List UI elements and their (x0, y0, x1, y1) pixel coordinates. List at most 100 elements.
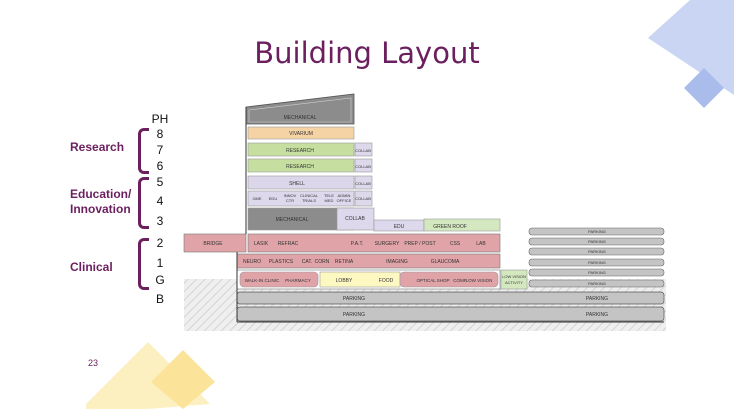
floor-label-2: 2 (156, 236, 164, 250)
label-parking-b2-right: PARKING (586, 312, 608, 318)
bracket-research (138, 128, 149, 174)
label-green-roof: GREEN ROOF (433, 224, 467, 230)
label-collab-7: COLLAB (355, 148, 371, 153)
floor-2-clinical (247, 233, 501, 253)
label-collab-5: COLLAB (355, 181, 371, 186)
label-cat: CAT. (302, 259, 312, 265)
label-walk-in: WALK-IN CLINIC (245, 278, 280, 283)
deco-blue-diamond-small (684, 68, 724, 108)
label-parking-1: PARKING (588, 229, 606, 234)
label-low-vision-activity-2: ACTIVITY (505, 280, 523, 285)
floor-label-4: 4 (156, 194, 164, 208)
label-telemed-1: TELE (324, 193, 334, 198)
parking-deck-4 (528, 258, 665, 267)
room-low-vision-activity (500, 269, 528, 290)
label-parking-4: PARKING (588, 260, 606, 265)
parking-deck-1 (528, 227, 665, 236)
room-collab-3 (336, 207, 375, 231)
label-innov-1: INNOV (284, 193, 297, 198)
label-refrac: REFRAC (278, 241, 299, 247)
label-pat: P.A.T. (351, 241, 364, 247)
deco-yellow-diamond-small (151, 350, 215, 409)
label-pharmacy: PHARMACY (285, 278, 311, 283)
label-edu-3: EDU (394, 224, 405, 230)
label-optical-shop: OPTICAL SHOP (416, 278, 449, 283)
floor-label-6: 6 (156, 159, 164, 173)
label-plastics: PLASTICS (269, 259, 294, 265)
label-comp: COMP (453, 278, 467, 283)
page-title: Building Layout (254, 36, 480, 70)
bracket-clinical (138, 238, 149, 290)
group-label-research: Research (70, 140, 125, 154)
label-clinical-trials-1: CLINICAL (300, 193, 319, 198)
label-mechanical-ph: MECHANICAL (284, 115, 317, 121)
label-parking-b1-right: PARKING (586, 296, 608, 302)
label-admin-2: OFFICE (337, 198, 352, 203)
label-vivarium: VIVARIUM (289, 131, 313, 137)
parking-deck-2 (528, 237, 665, 246)
floor-label-1: 1 (156, 256, 164, 270)
parking-deck-3 (528, 247, 665, 256)
label-neuro: NEURO (243, 259, 261, 265)
label-telemed-2: MED (325, 198, 334, 203)
floor-label-ph: PH (151, 112, 169, 126)
floor-label-7: 7 (156, 143, 164, 157)
label-parking-b1-left: PARKING (343, 296, 365, 302)
bracket-education (138, 177, 149, 229)
label-glaucoma: GLAUCOMA (431, 259, 460, 265)
parking-garage-right: PARKING PARKING PARKING PARKING PARKING … (528, 227, 665, 288)
room-optical-low-vision (399, 271, 499, 288)
label-lobby: LOBBY (336, 278, 353, 284)
label-parking-3: PARKING (588, 249, 606, 254)
page-number: 23 (88, 358, 99, 368)
label-collab-3: COLLAB (345, 216, 365, 222)
floor-label-8: 8 (156, 127, 164, 141)
label-clinical-trials-2: TRIALS (302, 198, 316, 203)
room-research-7 (247, 142, 355, 157)
label-parking-5: PARKING (588, 270, 606, 275)
floor-label-g: G (155, 273, 165, 287)
label-edu-4: EDU (269, 196, 278, 201)
room-shell (247, 175, 355, 190)
room-research-6 (247, 158, 355, 173)
room-education-4 (247, 190, 355, 207)
label-parking-6: PARKING (588, 281, 606, 286)
label-admin-1: ADMIN (338, 193, 351, 198)
label-prep-post: PREP / POST (404, 241, 435, 247)
label-css: CSS (450, 241, 461, 247)
group-label-clinical: Clinical (70, 260, 113, 274)
label-lasik: LASIK (254, 241, 269, 247)
room-collab-4 (354, 190, 373, 207)
label-food: FOOD (379, 278, 394, 284)
label-mechanical-3: MECHANICAL (276, 217, 309, 223)
label-parking-2: PARKING (588, 239, 606, 244)
floor-label-b: B (155, 292, 164, 306)
room-collab-5 (354, 175, 373, 190)
label-bridge: BRIDGE (203, 241, 223, 247)
room-collab-7 (354, 142, 373, 157)
parking-deck-6 (528, 279, 665, 288)
label-collab-4: COLLAB (355, 196, 371, 201)
label-collab-6: COLLAB (355, 164, 371, 169)
label-low-vision: LOW VISION (466, 278, 493, 283)
deco-blue-diamond-large (648, 0, 734, 95)
label-gme: GME (252, 196, 261, 201)
floor-label-3: 3 (156, 214, 164, 228)
label-low-vision-activity-1: LOW VISION (502, 274, 526, 279)
bridge (183, 233, 247, 253)
label-corn: CORN (315, 259, 330, 265)
label-innov-2: CTR (286, 198, 294, 203)
label-retina: RETINA (335, 259, 354, 265)
floor-label-5: 5 (156, 175, 164, 189)
label-surgery: SURGERY (375, 241, 400, 247)
label-imaging: IMAGING (386, 259, 408, 265)
label-research-7: RESEARCH (286, 148, 314, 154)
label-parking-b2-left: PARKING (343, 312, 365, 318)
room-vivarium (247, 126, 355, 140)
label-research-6: RESEARCH (286, 164, 314, 170)
label-shell: SHELL (289, 181, 305, 187)
parking-deck-5 (528, 268, 665, 277)
green-roof (423, 218, 501, 232)
